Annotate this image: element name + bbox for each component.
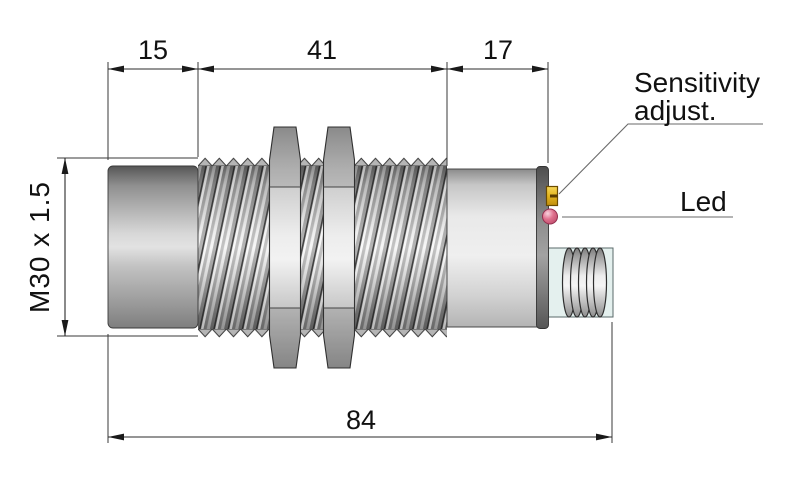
dim-arrow [532, 65, 548, 73]
sensitivity-label-line2: adjust. [634, 95, 717, 126]
dim-front-length: 15 [138, 35, 168, 65]
dim-thread-spec: M30 x 1.5 [24, 181, 55, 313]
thread-teeth-top [198, 157, 447, 166]
dim-arrow [61, 320, 69, 336]
dimension-annotations: 15 41 17 84 M30 x 1.5 [24, 35, 613, 443]
sensing-face-cap [107, 165, 199, 329]
led-label: Led [680, 186, 727, 217]
dim-arrow [596, 433, 612, 441]
dim-arrow [108, 65, 124, 73]
sensitivity-leader-line [558, 123, 763, 195]
end-cap-ring [536, 166, 549, 329]
threaded-barrel [198, 157, 447, 338]
coil [592, 247, 608, 318]
connector-thread-coils [561, 247, 608, 318]
dim-thread-length: 41 [307, 35, 337, 65]
nut-bottom-facet [323, 308, 355, 368]
dim-arrow [61, 158, 69, 174]
nut-top-facet [269, 127, 301, 187]
rear-connector [548, 247, 614, 318]
led-indicator [542, 208, 558, 225]
dim-arrow [108, 433, 124, 441]
thread-crests [198, 165, 447, 330]
dim-total-length: 84 [346, 405, 376, 435]
sensor-body [107, 126, 614, 369]
lock-nut-front [268, 126, 302, 369]
sensitivity-label-line1: Sensitivity [634, 67, 760, 98]
dim-arrow [182, 65, 198, 73]
dim-housing-length: 17 [483, 35, 513, 65]
callout-annotations: Sensitivity adjust. Led [558, 67, 763, 218]
dim-arrow [447, 65, 463, 73]
nut-bottom-facet [269, 308, 301, 368]
sensitivity-potentiometer [545, 185, 559, 207]
lock-nut-rear [322, 126, 356, 369]
nut-top-facet [323, 127, 355, 187]
dim-arrow [198, 65, 214, 73]
thread-teeth-bottom [198, 329, 447, 338]
dim-arrow [431, 65, 447, 73]
rear-housing [446, 168, 538, 328]
